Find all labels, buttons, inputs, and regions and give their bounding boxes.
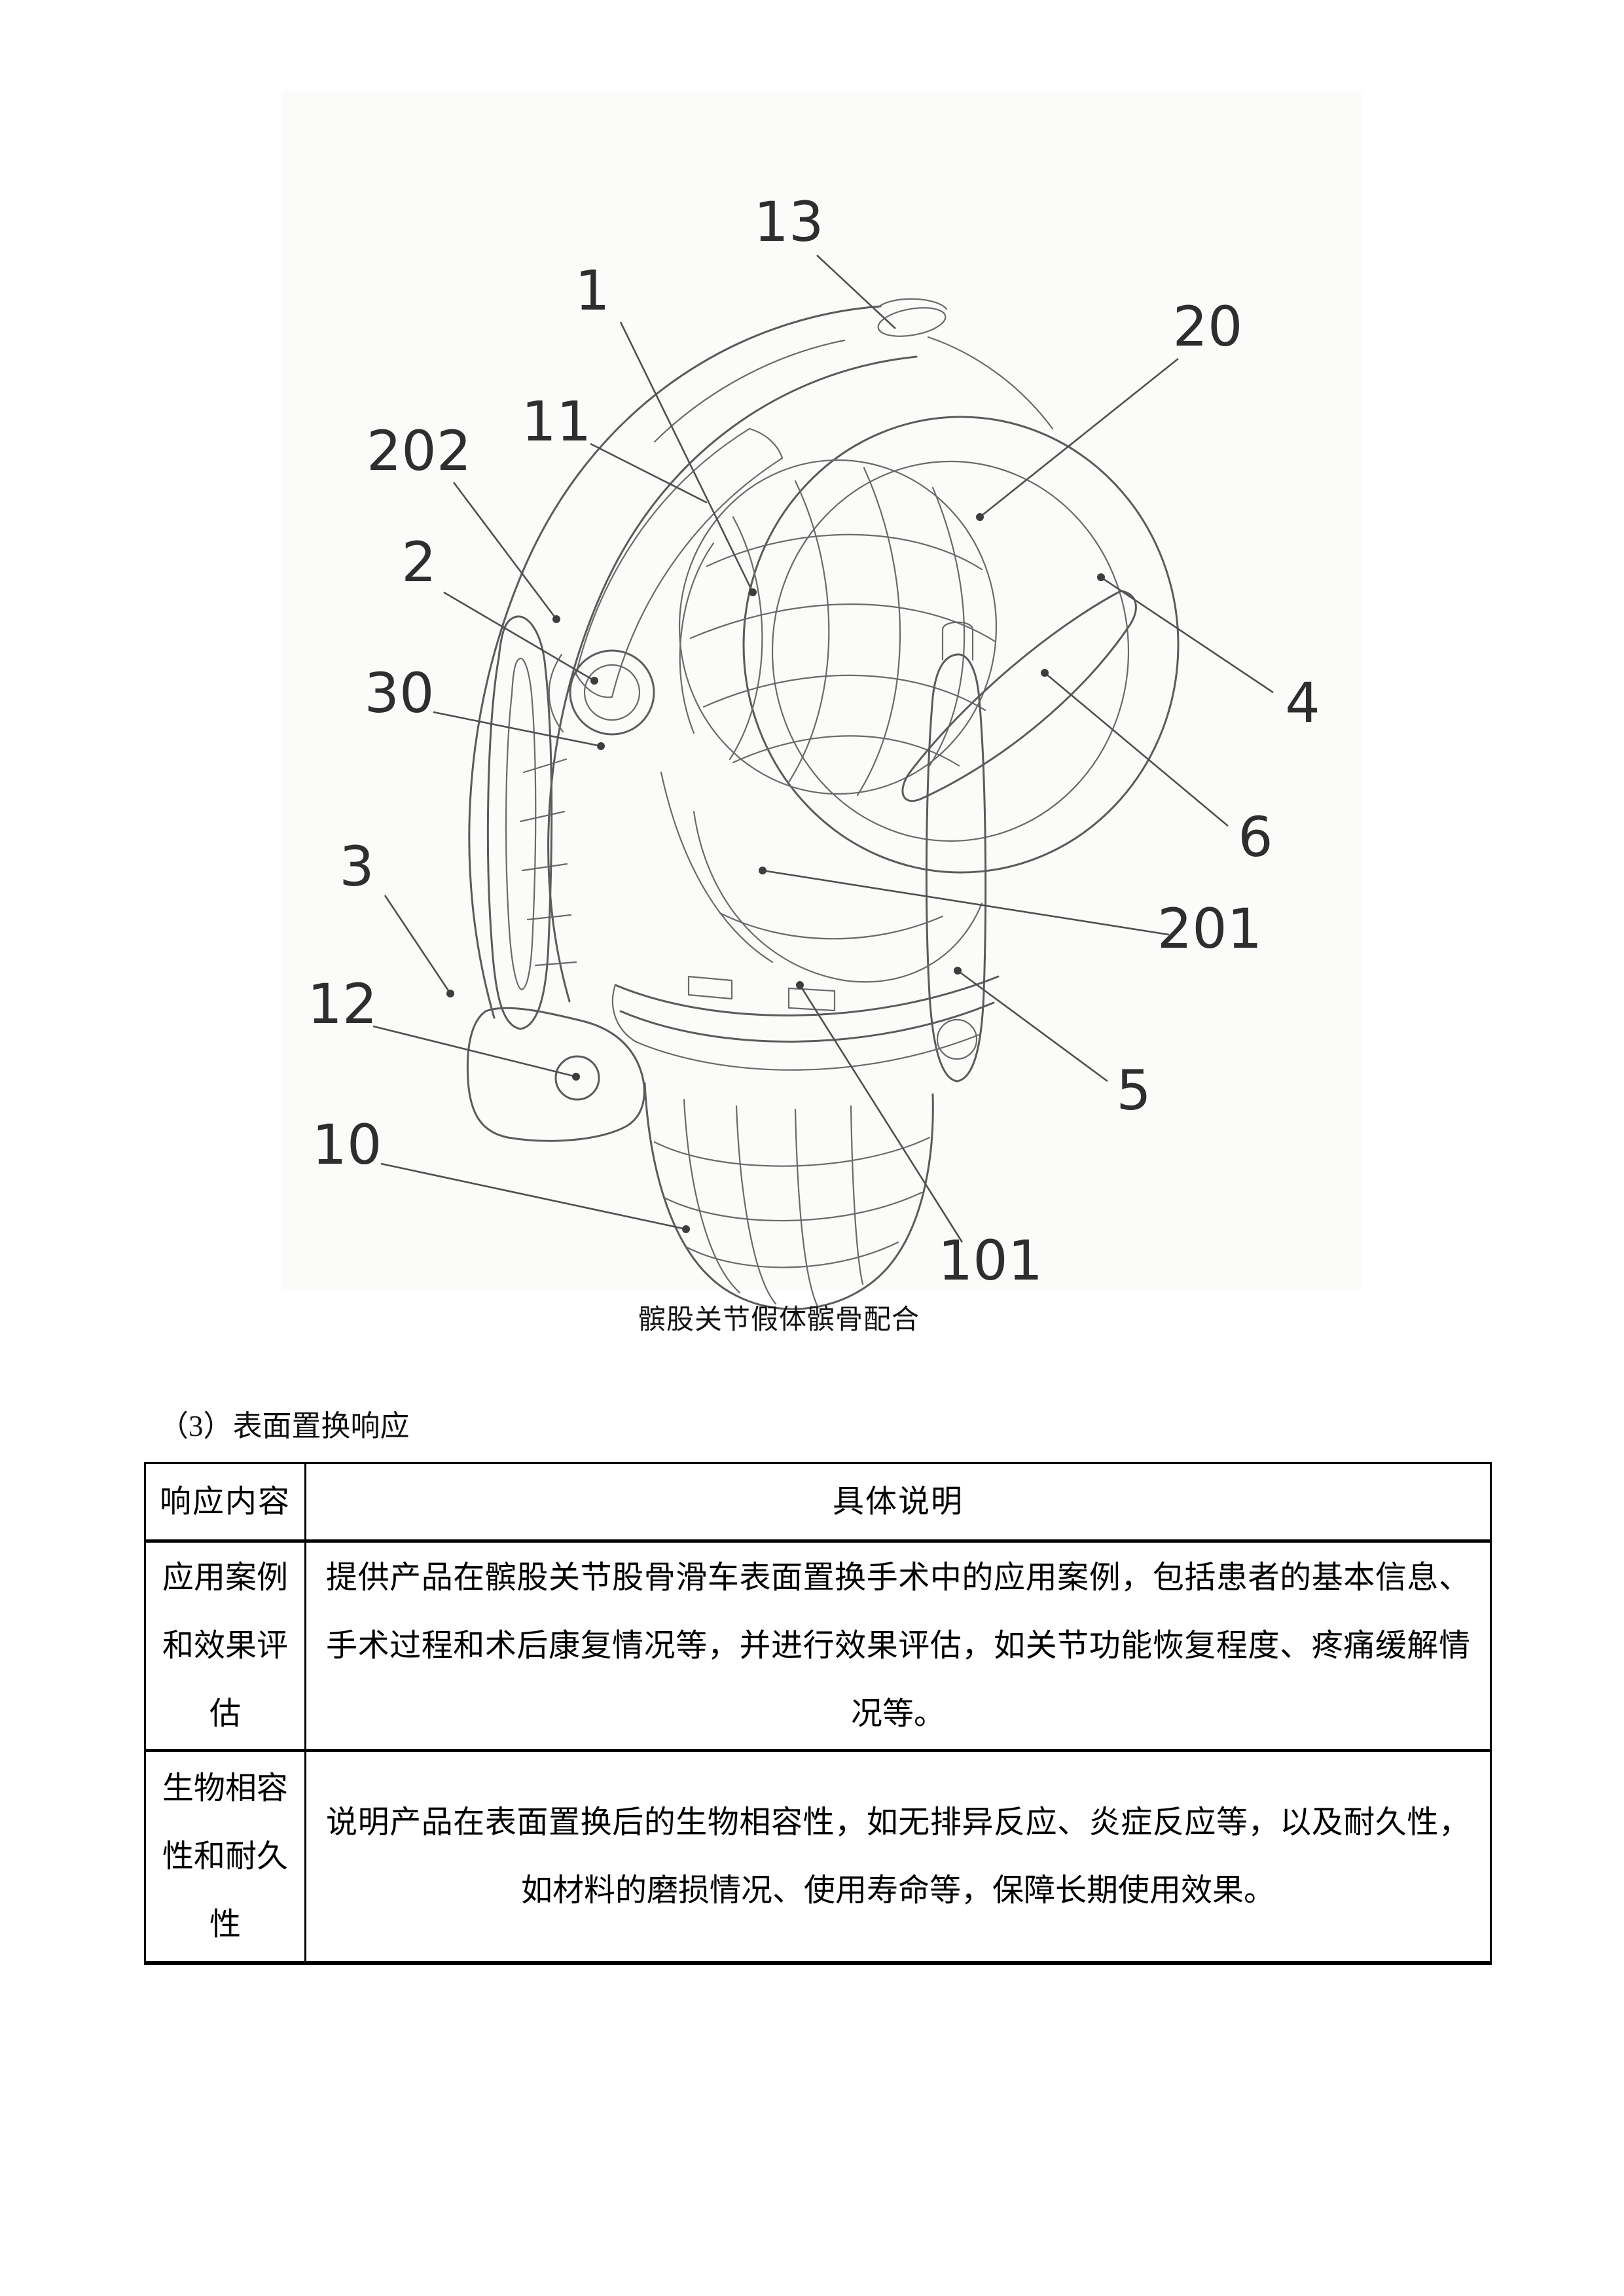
table-row1-name: 应用案例和效果评估: [146, 1543, 306, 1752]
response-table: 响应内容 具体说明 应用案例和效果评估 提供产品在髌股关节股骨滑车表面置换手术中…: [144, 1462, 1492, 1965]
figure-label-12: 12: [308, 972, 378, 1036]
left-strap: [486, 615, 553, 1030]
prosthesis-figure: 13 1 20 11 202 2 30 4 6 3 201 12 5 10 10…: [281, 92, 1362, 1310]
mesh-surface: [678, 459, 998, 797]
table-row1-desc: 提供产品在髌股关节股骨滑车表面置换手术中的应用案例，包括患者的基本信息、手术过程…: [326, 1560, 1470, 1731]
figure-label-30: 30: [365, 661, 435, 725]
condyle-sphere: [742, 336, 1180, 874]
right-strap: [925, 621, 987, 1083]
table-header-detail: 具体说明: [306, 1464, 1490, 1543]
figure-label-20: 20: [1173, 295, 1243, 359]
figure-label-202: 202: [367, 419, 471, 483]
figure-caption: 髌股关节假体髌骨配合: [638, 1305, 920, 1335]
figure-label-101: 101: [938, 1229, 1043, 1293]
anterior-flange: [901, 590, 1137, 802]
figure-label-3: 3: [339, 834, 374, 899]
figure-label-13: 13: [754, 190, 824, 254]
table-row2-desc: 说明产品在表面置换后的生物相容性，如无排异反应、炎症反应等，以及耐久性，如材料的…: [326, 1804, 1470, 1908]
figure-label-11: 11: [522, 389, 592, 454]
figure-label-4: 4: [1285, 671, 1320, 735]
prosthesis-line-drawing: 13 1 20 11 202 2 30 4 6 3 201 12 5 10 10…: [281, 92, 1362, 1310]
rim-arcs: [611, 771, 1000, 1071]
table-row2-desc-cell: 说明产品在表面置换后的生物相容性，如无排异反应、炎症反应等，以及耐久性，如材料的…: [306, 1752, 1490, 1961]
figure-label-201: 201: [1157, 897, 1262, 961]
leader-lines: [372, 255, 1274, 1243]
scan-tint: [281, 92, 1362, 1289]
table-header-response-content: 响应内容: [146, 1464, 306, 1543]
femoral-band: [468, 298, 948, 1019]
section-heading: （3）表面置换响应: [159, 1410, 410, 1443]
figure-label-2: 2: [401, 530, 436, 594]
figure-labels: 13 1 20 11 202 2 30 4 6 3 201 12 5 10 10…: [308, 190, 1320, 1293]
bottom-stem-mesh: [643, 1082, 934, 1310]
base-plate: [466, 1007, 645, 1142]
figure-label-10: 10: [312, 1113, 382, 1177]
pivot-circle: [548, 649, 655, 736]
figure-label-6: 6: [1238, 805, 1272, 869]
table-row2-name: 生物相容性和耐久性: [146, 1752, 306, 1961]
table-row1-desc-cell: 提供产品在髌股关节股骨滑车表面置换手术中的应用案例，包括患者的基本信息、手术过程…: [306, 1543, 1490, 1752]
figure-label-1: 1: [575, 259, 609, 323]
figure-label-5: 5: [1116, 1058, 1151, 1122]
